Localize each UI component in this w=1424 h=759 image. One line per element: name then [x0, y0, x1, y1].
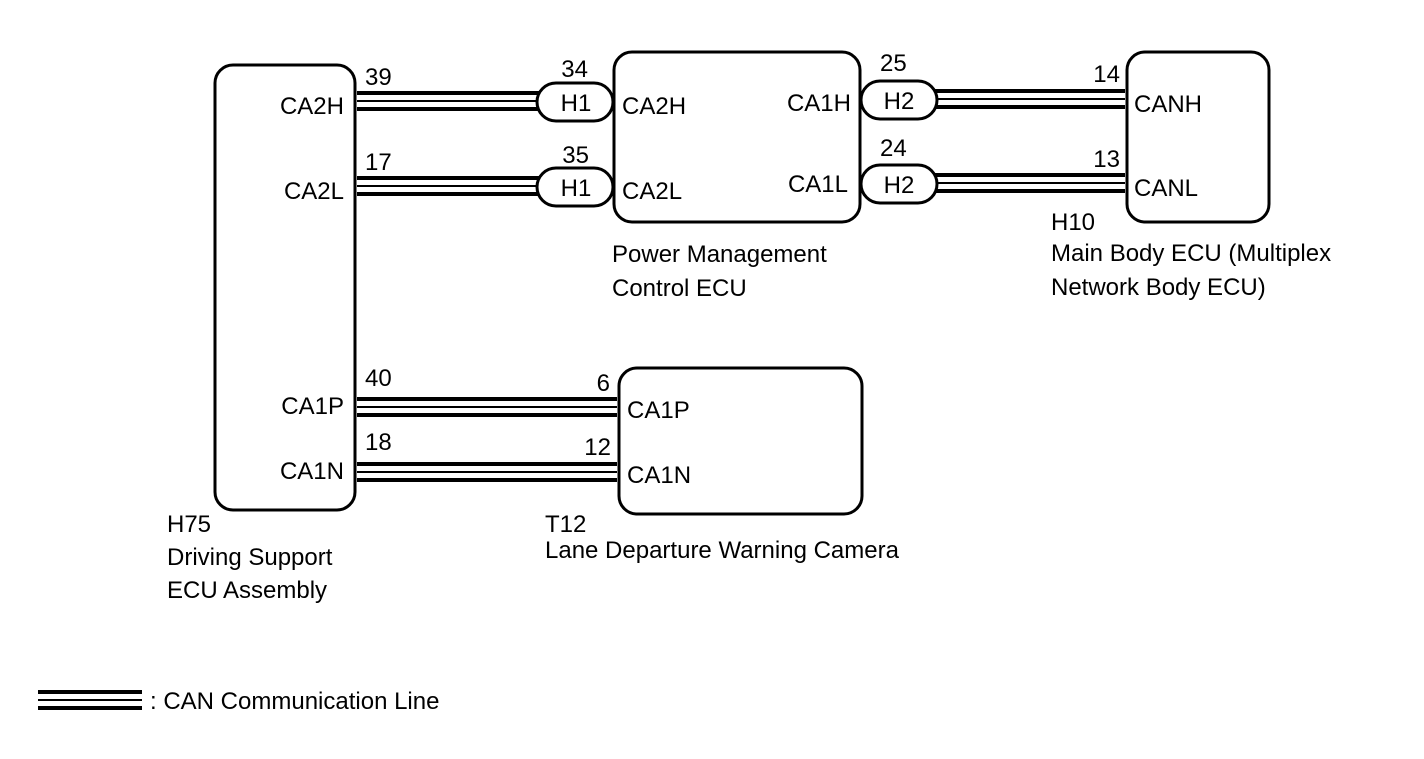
legend-can-line-symbol	[38, 690, 142, 710]
connector-h1-top	[535, 81, 615, 123]
main-body-ecu-box	[1125, 50, 1271, 224]
pm-pin-ca2h: CA2H	[622, 93, 686, 120]
connector-h1-bottom-label: H1	[561, 175, 592, 202]
mb-pin-canh: CANH	[1134, 91, 1202, 118]
ds-pin-ca1p: CA1P	[281, 393, 344, 420]
mb-code: H10	[1051, 209, 1095, 236]
pin-number-18: 18	[365, 429, 392, 456]
pin-number-13: 13	[1093, 146, 1120, 173]
pm-pin-ca2l: CA2L	[622, 178, 682, 205]
pm-caption-line2: Control ECU	[612, 275, 747, 302]
mb-pin-canl: CANL	[1134, 175, 1198, 202]
connector-h1-top-label: H1	[561, 90, 592, 117]
ds-caption-line1: Driving Support	[167, 544, 333, 571]
ds-code: H75	[167, 511, 211, 538]
bus-ca2h	[357, 91, 540, 111]
pin-number-25: 25	[880, 50, 907, 77]
power-management-ecu-box	[612, 50, 862, 224]
pm-pin-ca1h: CA1H	[787, 90, 851, 117]
ds-pin-ca2h: CA2H	[280, 93, 344, 120]
connector-h2-top	[859, 79, 939, 121]
pin-number-12: 12	[584, 434, 611, 461]
ds-pin-ca1n: CA1N	[280, 458, 344, 485]
pin-number-34: 34	[561, 56, 588, 83]
mb-caption-line1: Main Body ECU (Multiplex	[1051, 240, 1331, 267]
pin-number-35: 35	[562, 142, 589, 169]
pm-pin-ca1l: CA1L	[788, 171, 848, 198]
bus-ca1p	[357, 397, 617, 417]
pin-number-24: 24	[880, 135, 907, 162]
ds-caption-line2: ECU Assembly	[167, 577, 327, 604]
bus-ca2l	[357, 176, 540, 196]
pin-number-39: 39	[365, 64, 392, 91]
connector-h2-top-label: H2	[884, 88, 915, 115]
ds-pin-ca2l: CA2L	[284, 178, 344, 205]
pin-number-40: 40	[365, 365, 392, 392]
mb-caption-line2: Network Body ECU)	[1051, 274, 1266, 301]
pm-caption-line1: Power Management	[612, 241, 827, 268]
driving-support-ecu-box	[213, 63, 357, 512]
connector-h2-bottom-label: H2	[884, 172, 915, 199]
pin-number-17: 17	[365, 149, 392, 176]
cam-pin-ca1n: CA1N	[627, 462, 691, 489]
connector-h1-bottom	[535, 166, 615, 208]
bus-ca1n	[357, 462, 617, 482]
cam-caption-line1: Lane Departure Warning Camera	[545, 537, 900, 564]
bus-canh	[935, 89, 1125, 109]
bus-canl	[935, 173, 1125, 193]
pin-number-14: 14	[1093, 61, 1120, 88]
cam-code: T12	[545, 511, 586, 538]
pin-number-6: 6	[597, 370, 610, 397]
connector-h2-bottom	[859, 163, 939, 205]
legend-label: : CAN Communication Line	[150, 688, 439, 715]
lane-camera-box	[617, 366, 864, 516]
cam-pin-ca1p: CA1P	[627, 397, 690, 424]
